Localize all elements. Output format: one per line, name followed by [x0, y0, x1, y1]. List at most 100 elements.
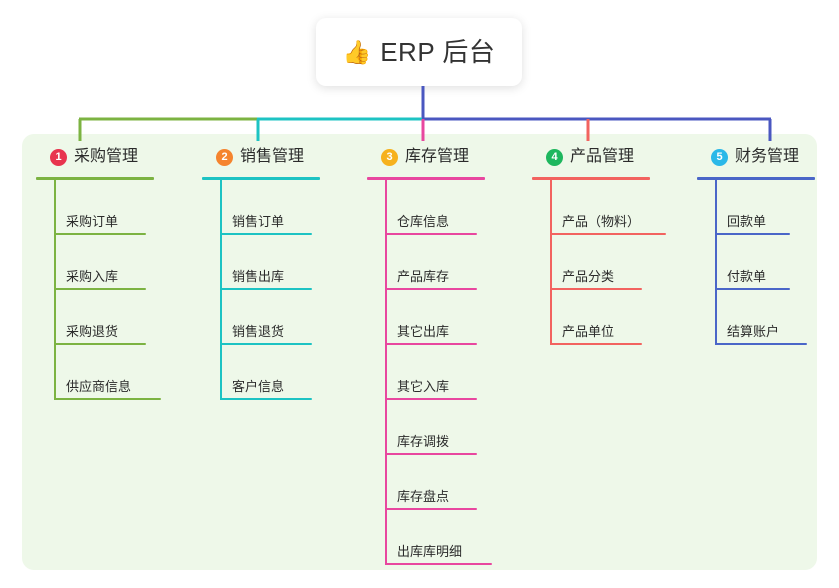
list-item-label: 销售退货 [232, 324, 285, 339]
list-item-rule [54, 288, 146, 290]
list-item-label: 产品（物料） [562, 214, 641, 229]
branch-header-4[interactable]: 4 产品管理 [532, 145, 650, 169]
branch-spine [385, 180, 387, 565]
list-item[interactable]: 产品（物料） [532, 180, 666, 235]
branch-item-list: 采购订单采购入库采购退货供应商信息 [36, 180, 161, 400]
list-item[interactable]: 仓库信息 [367, 180, 485, 235]
list-item[interactable]: 销售订单 [202, 180, 320, 235]
list-item-rule [220, 343, 312, 345]
list-item[interactable]: 销售出库 [202, 235, 320, 290]
list-item-rule [715, 343, 807, 345]
branch-title: 财务管理 [735, 148, 800, 165]
list-item-label: 供应商信息 [66, 379, 132, 394]
list-item-label: 库存调拨 [397, 434, 450, 449]
root-node-title: ERP 后台 [380, 37, 496, 67]
list-item-rule [715, 288, 790, 290]
list-item-rule [550, 233, 666, 235]
list-item-label: 结算账户 [727, 324, 780, 339]
list-item-rule [550, 288, 642, 290]
list-item-label: 销售订单 [232, 214, 285, 229]
list-item-label: 回款单 [727, 214, 767, 229]
list-item[interactable]: 回款单 [697, 180, 815, 235]
list-item[interactable]: 客户信息 [202, 345, 320, 400]
list-item[interactable]: 其它入库 [367, 345, 485, 400]
list-item-label: 采购退货 [66, 324, 119, 339]
branch-item-list: 仓库信息产品库存其它出库其它入库库存调拨库存盘点出库库明细 [367, 180, 492, 565]
list-item-rule [54, 343, 146, 345]
list-item-label: 出库库明细 [397, 544, 463, 559]
list-item[interactable]: 产品分类 [532, 235, 650, 290]
list-item-label: 采购订单 [66, 214, 119, 229]
list-item-rule [54, 398, 161, 400]
branch-header-rule [532, 177, 650, 180]
list-item[interactable]: 出库库明细 [367, 510, 492, 565]
list-item[interactable]: 库存盘点 [367, 455, 485, 510]
list-item-rule [715, 233, 790, 235]
branch-column-1: 1 采购管理采购订单采购入库采购退货供应商信息 [36, 145, 161, 400]
list-item-rule [385, 398, 477, 400]
root-node-card[interactable]: 👍 ERP 后台 [316, 18, 522, 86]
list-item-label: 付款单 [727, 269, 767, 284]
list-item-label: 产品单位 [562, 324, 615, 339]
branch-number-badge: 3 [381, 148, 398, 166]
branch-column-5: 5 财务管理回款单付款单结算账户 [697, 145, 815, 345]
content-panel [22, 134, 817, 570]
list-item-rule [385, 508, 477, 510]
list-item-label: 其它入库 [397, 379, 450, 394]
branch-item-list: 销售订单销售出库销售退货客户信息 [202, 180, 320, 400]
branch-header-rule [202, 177, 320, 180]
thumbs-up-icon: 👍 [342, 38, 372, 65]
list-item[interactable]: 产品库存 [367, 235, 485, 290]
list-item-label: 产品分类 [562, 269, 615, 284]
list-item[interactable]: 库存调拨 [367, 400, 485, 455]
list-item-label: 仓库信息 [397, 214, 450, 229]
branch-header-rule [697, 177, 815, 180]
list-item-rule [385, 563, 492, 565]
list-item-rule [385, 453, 477, 455]
list-item-rule [385, 288, 477, 290]
list-item[interactable]: 结算账户 [697, 290, 815, 345]
branch-header-2[interactable]: 2 销售管理 [202, 145, 320, 169]
list-item[interactable]: 产品单位 [532, 290, 650, 345]
list-item[interactable]: 销售退货 [202, 290, 320, 345]
list-item-rule [54, 233, 146, 235]
branch-item-list: 产品（物料） 产品分类产品单位 [532, 180, 666, 345]
branch-header-1[interactable]: 1 采购管理 [36, 145, 154, 169]
branch-item-list: 回款单付款单结算账户 [697, 180, 815, 345]
branch-spine [220, 180, 222, 400]
branch-number-badge: 5 [711, 148, 728, 166]
list-item[interactable]: 采购退货 [36, 290, 154, 345]
branch-title: 采购管理 [74, 148, 139, 165]
list-item[interactable]: 供应商信息 [36, 345, 161, 400]
branch-spine [715, 180, 717, 345]
branch-header-5[interactable]: 5 财务管理 [697, 145, 815, 169]
list-item[interactable]: 采购入库 [36, 235, 154, 290]
list-item-label: 其它出库 [397, 324, 450, 339]
branch-number-badge: 1 [50, 148, 67, 166]
list-item-label: 销售出库 [232, 269, 285, 284]
list-item-label: 库存盘点 [397, 489, 450, 504]
branch-number-badge: 4 [546, 148, 563, 166]
branch-number-badge: 2 [216, 148, 233, 166]
list-item-label: 客户信息 [232, 379, 285, 394]
list-item[interactable]: 付款单 [697, 235, 815, 290]
branch-column-4: 4 产品管理产品（物料） 产品分类产品单位 [532, 145, 666, 345]
branch-title: 销售管理 [240, 148, 305, 165]
list-item[interactable]: 其它出库 [367, 290, 485, 345]
branch-spine [550, 180, 552, 345]
list-item-rule [220, 288, 312, 290]
list-item-rule [385, 343, 477, 345]
branch-header-rule [367, 177, 485, 180]
list-item-rule [220, 398, 312, 400]
branch-column-2: 2 销售管理销售订单销售出库销售退货客户信息 [202, 145, 320, 400]
list-item-rule [550, 343, 642, 345]
list-item[interactable]: 采购订单 [36, 180, 154, 235]
list-item-label: 产品库存 [397, 269, 450, 284]
branch-header-rule [36, 177, 154, 180]
list-item-rule [385, 233, 477, 235]
branch-title: 产品管理 [570, 148, 635, 165]
